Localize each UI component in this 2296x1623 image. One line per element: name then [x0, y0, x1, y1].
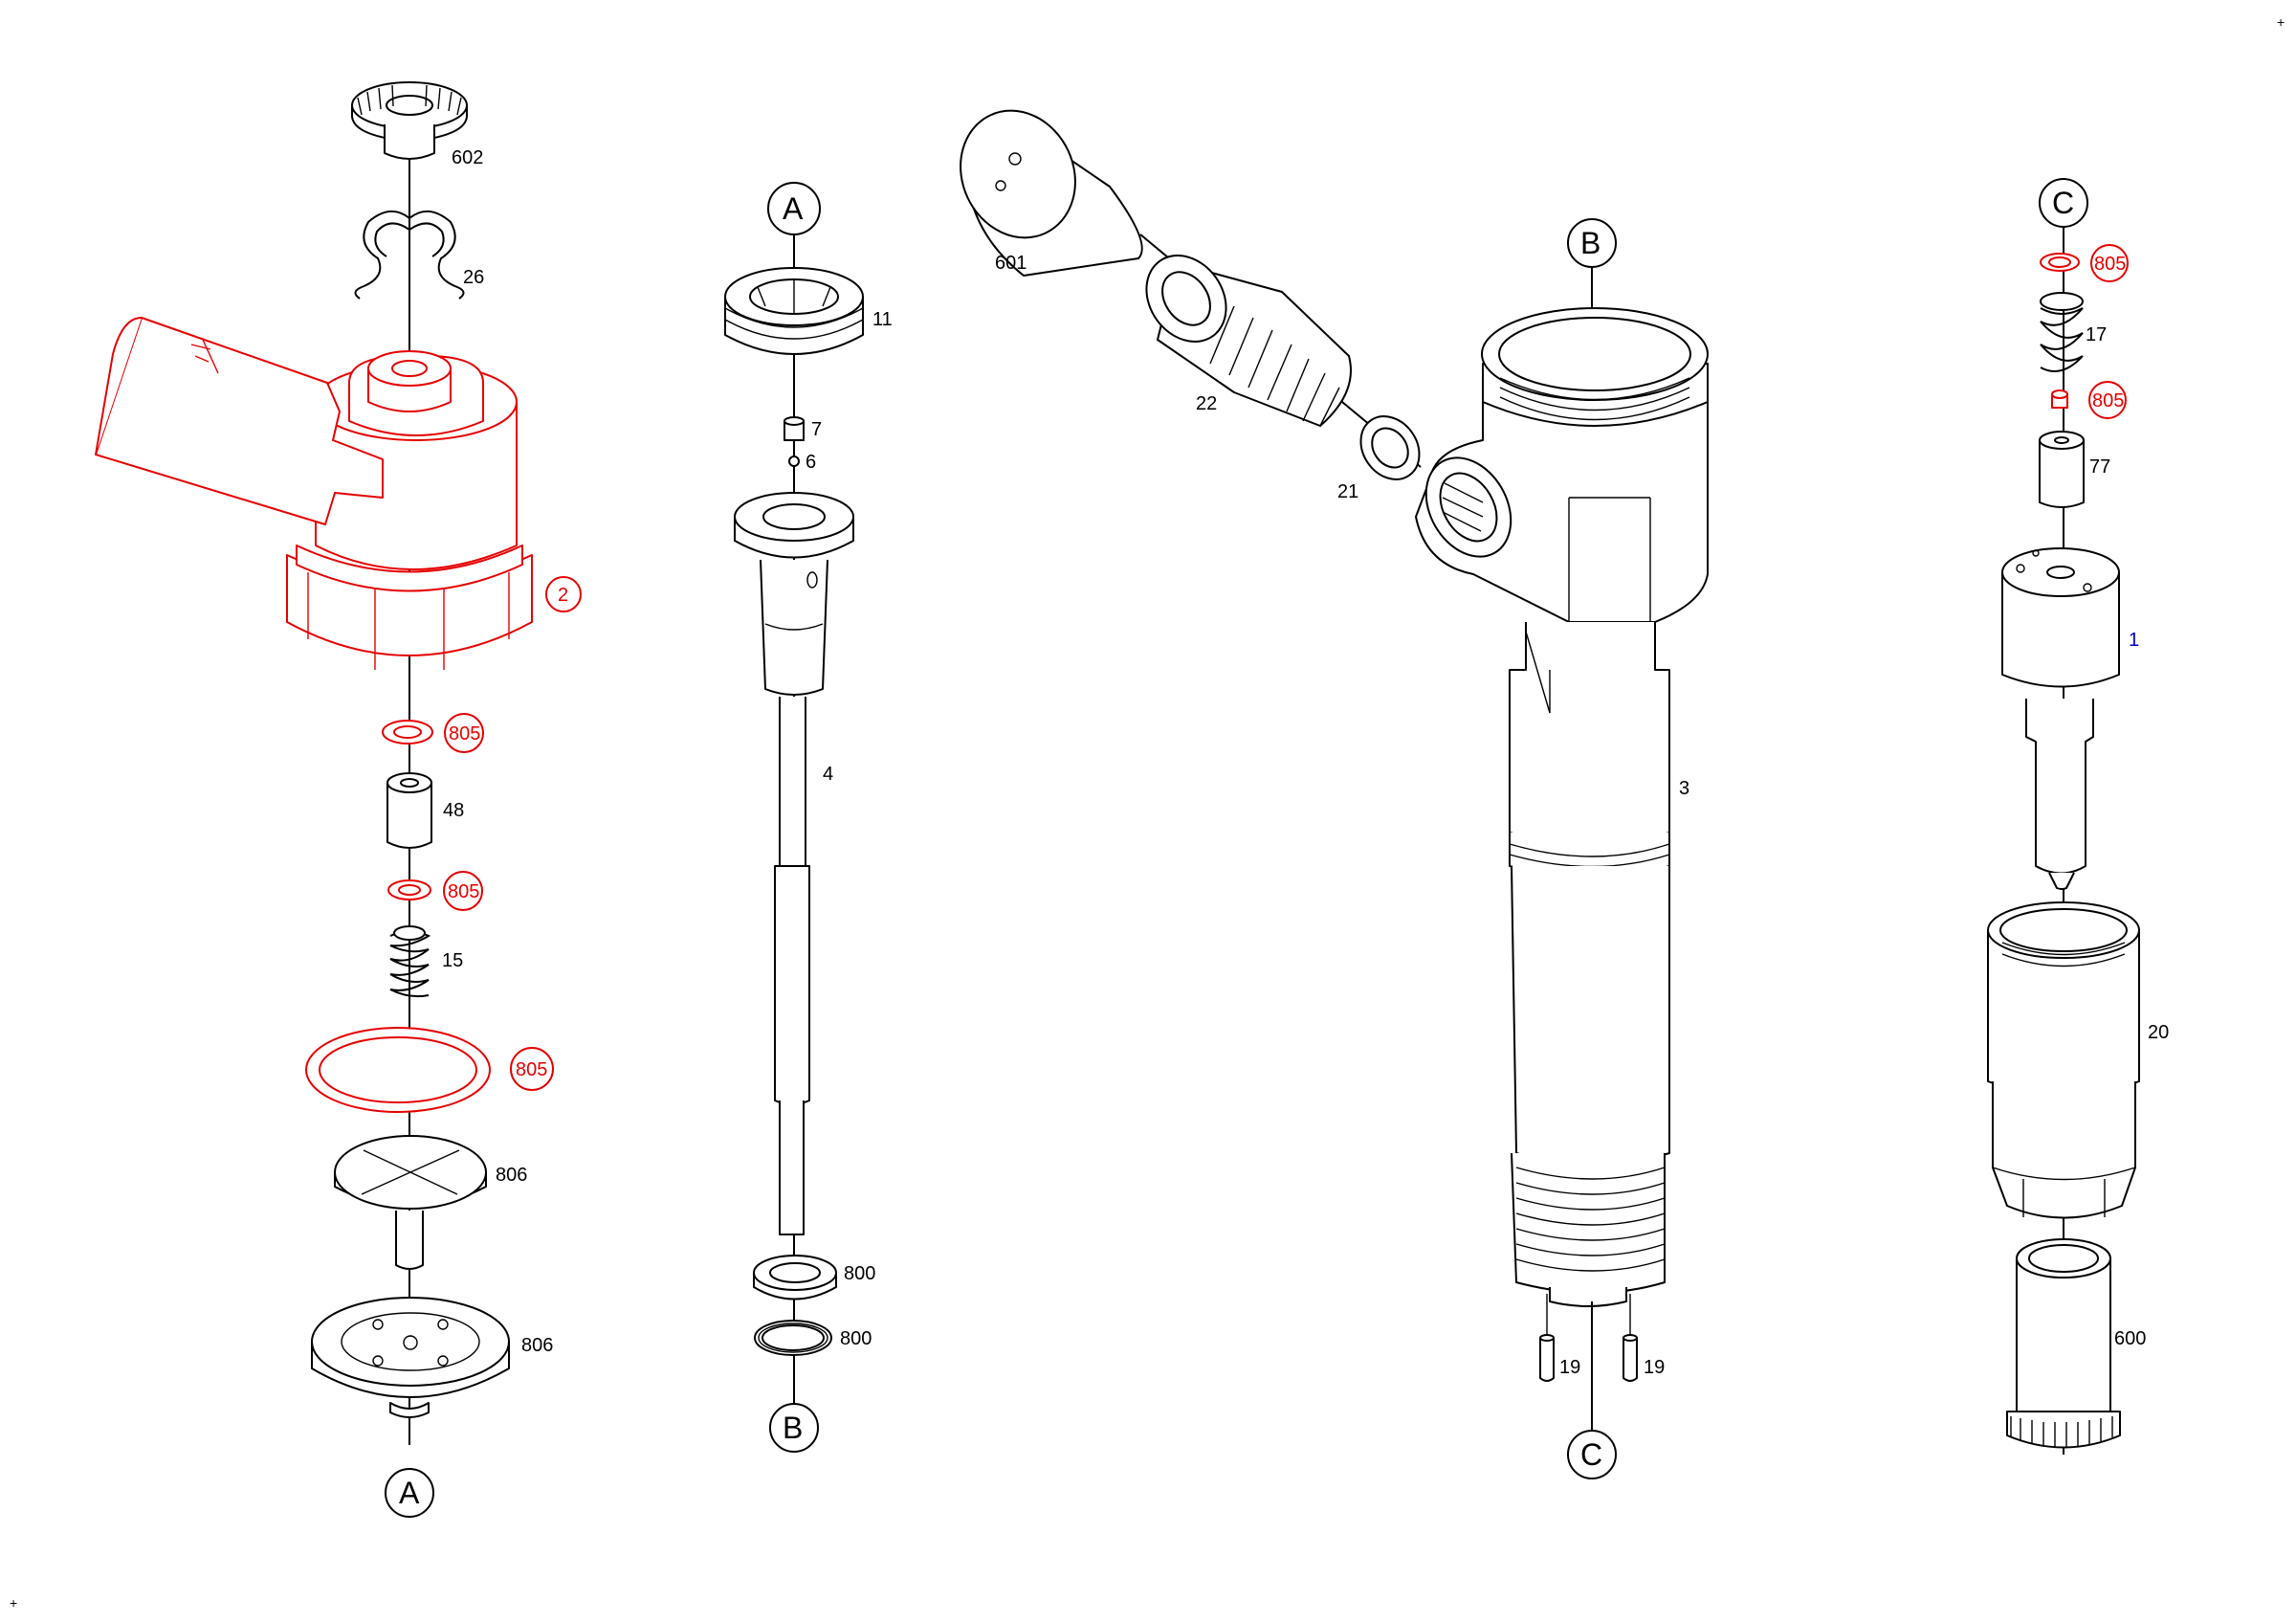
svg-text:A: A	[783, 191, 804, 226]
label-4: 4	[823, 764, 833, 785]
part-17-spring[interactable]	[2040, 292, 2084, 372]
part-800-ring-2[interactable]	[754, 1320, 832, 1356]
callout-circle-805-5	[2088, 381, 2127, 419]
part-6-ball[interactable]	[788, 456, 800, 467]
part-11-valve-nut[interactable]	[724, 267, 864, 355]
label-26: 26	[463, 267, 484, 288]
label-21: 21	[1337, 481, 1358, 502]
part-806-disc[interactable]	[311, 1297, 510, 1418]
part-48-sleeve[interactable]	[386, 772, 432, 849]
label-19-2: 19	[1644, 1357, 1665, 1378]
label-805-3: 805	[516, 1059, 547, 1080]
label-6: 6	[806, 452, 816, 473]
label-805-5: 805	[2092, 390, 2124, 411]
label-602: 602	[452, 147, 483, 168]
label-1: 1	[2129, 630, 2139, 651]
label-19-1: 19	[1559, 1357, 1580, 1378]
part-2-solenoid-assembly[interactable]	[95, 317, 533, 670]
callout-circle-805-3	[510, 1047, 554, 1091]
label-20: 20	[2148, 1022, 2169, 1043]
part-22-inlet-connector[interactable]	[1130, 240, 1352, 427]
ref-circle-b-top: B	[1567, 218, 1617, 268]
label-600: 600	[2114, 1328, 2146, 1349]
label-22: 22	[1196, 393, 1217, 414]
part-15-spring[interactable]	[389, 925, 431, 998]
svg-text:B: B	[1580, 226, 1601, 260]
part-20-nozzle-nut[interactable]	[1987, 901, 2140, 1219]
part-1-nozzle[interactable]	[2001, 547, 2120, 890]
part-26-wire-clip[interactable]	[354, 211, 465, 300]
part-805-o-ring-large[interactable]	[305, 1027, 491, 1113]
part-805-seal-ring-5[interactable]	[2051, 389, 2068, 409]
label-11: 11	[872, 309, 893, 330]
corner-mark-bottom-left: +	[10, 1595, 17, 1611]
corner-mark-top-right: +	[2277, 14, 2285, 30]
label-806-2: 806	[521, 1335, 553, 1356]
label-48: 48	[443, 800, 464, 821]
label-17: 17	[2086, 324, 2107, 345]
part-600-protective-cap[interactable]	[2006, 1238, 2121, 1449]
part-805-seal-ring-4[interactable]	[2040, 253, 2080, 272]
ref-circle-c-bottom: C	[1567, 1430, 1617, 1479]
label-806-1: 806	[496, 1165, 527, 1186]
part-19-dowel-pin-2[interactable]	[1623, 1334, 1638, 1382]
part-21-washer[interactable]	[1349, 405, 1431, 490]
callout-circle-805-2	[443, 871, 483, 911]
column-2-assembly: A 11 7 6	[724, 182, 893, 1453]
ref-circle-c-top: C	[2039, 178, 2088, 228]
part-4-valve-piece[interactable]	[734, 492, 854, 1235]
column-3-assembly: 601 22 21 B	[940, 92, 1709, 1479]
callout-circle-805-1	[444, 713, 484, 753]
ref-circle-b-bottom: B	[769, 1403, 819, 1453]
label-805-2: 805	[448, 881, 479, 902]
label-2: 2	[558, 585, 568, 606]
label-3: 3	[1679, 778, 1689, 799]
svg-text:C: C	[1580, 1437, 1602, 1472]
part-806-armature[interactable]	[334, 1135, 487, 1270]
svg-text:A: A	[399, 1476, 420, 1510]
label-601: 601	[995, 253, 1027, 274]
label-805-1: 805	[449, 723, 480, 745]
part-602-knurled-cap[interactable]	[351, 81, 468, 160]
label-15: 15	[442, 950, 463, 971]
ref-circle-a-bottom: A	[385, 1468, 434, 1518]
callout-circle-2	[545, 576, 582, 612]
label-7: 7	[811, 419, 822, 440]
column-4-assembly: C 805 17 805 77	[1987, 178, 2169, 1455]
part-805-seal-ring-1[interactable]	[382, 720, 433, 745]
column-1-assembly: 602 26 2	[95, 81, 582, 1518]
part-800-ring-1[interactable]	[753, 1255, 837, 1301]
part-77-sleeve[interactable]	[2039, 431, 2085, 508]
part-7-small-sleeve[interactable]	[784, 416, 805, 441]
part-805-seal-ring-2[interactable]	[387, 879, 431, 900]
svg-text:C: C	[2052, 186, 2074, 220]
ref-circle-a-top: A	[767, 182, 821, 235]
part-19-dowel-pin-1[interactable]	[1539, 1334, 1555, 1382]
label-800-2: 800	[840, 1328, 872, 1349]
part-3-injector-body[interactable]	[1409, 307, 1709, 1307]
label-805-4: 805	[2094, 254, 2126, 275]
label-77: 77	[2089, 456, 2110, 478]
svg-text:B: B	[783, 1411, 803, 1445]
label-800-1: 800	[844, 1263, 875, 1284]
part-601-protective-cap[interactable]	[940, 92, 1143, 277]
callout-circle-805-4	[2090, 244, 2129, 282]
